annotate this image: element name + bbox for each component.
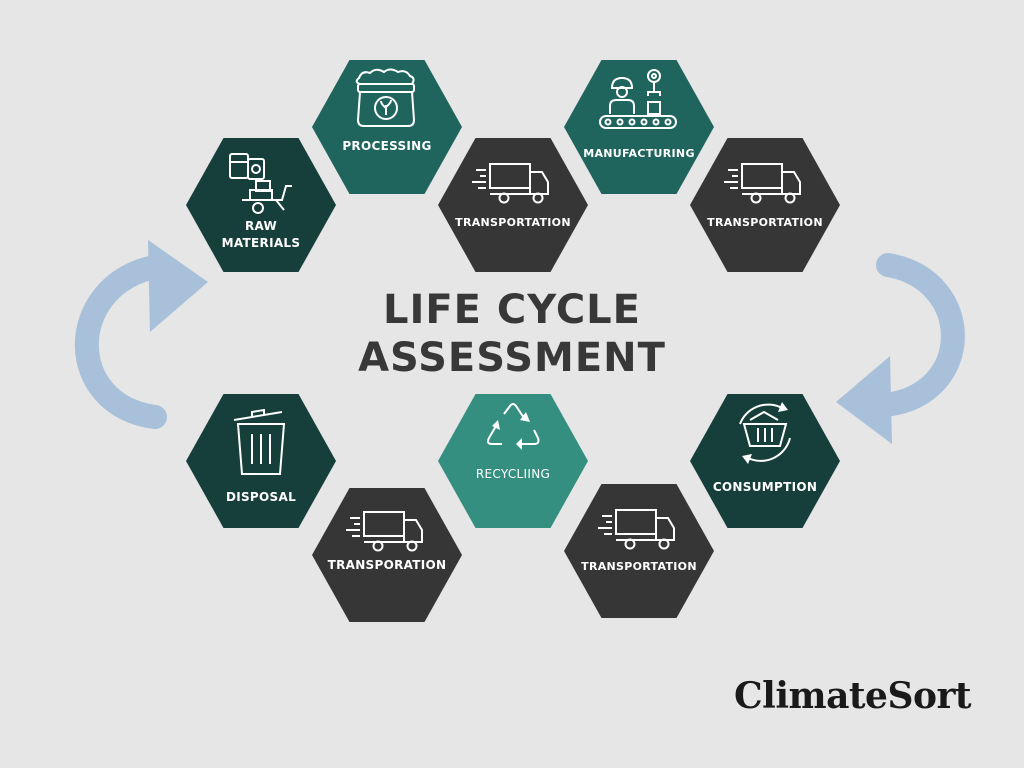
worker-conveyor-icon: [599, 69, 677, 129]
basket-cycle-icon: [739, 402, 791, 464]
truck-icon: [724, 163, 801, 204]
raw-materials-icon: [229, 153, 292, 214]
truck-icon: [346, 511, 423, 552]
stage-label-line: RAW: [244, 219, 278, 233]
stage-disposal: DISPOSAL: [186, 394, 336, 528]
truck-icon: [472, 163, 549, 204]
left-cycle-arrow-icon: [74, 240, 208, 429]
title-line-1: LIFE CYCLE: [382, 287, 641, 333]
truck-icon: [598, 509, 675, 550]
stage-label: RAW MATERIALS: [190, 218, 332, 252]
bag-icon: [355, 68, 416, 127]
stage-label: TRANSPORTATION: [707, 216, 823, 229]
stage-label-line: MATERIALS: [221, 236, 301, 250]
stage-recycling: RECYCLIING: [438, 394, 588, 528]
stage-label: CONSUMPTION: [712, 480, 818, 494]
stage-consumption: CONSUMPTION: [690, 394, 840, 528]
trash-bin-icon: [233, 408, 286, 475]
right-cycle-arrow-icon: [836, 253, 965, 444]
title-line-2: ASSESSMENT: [358, 335, 666, 381]
stage-label: MANUFACTURING: [583, 147, 695, 160]
stage-label: PROCESSING: [342, 139, 432, 153]
stage-label: TRANSPORATION: [327, 558, 447, 572]
recycle-icon: [487, 403, 540, 450]
brand-logo: ClimateSort: [734, 675, 972, 717]
stage-label: TRANSPORTATION: [455, 216, 571, 229]
stage-label: TRANSPORTATION: [581, 560, 697, 573]
stage-label: RECYCLIING: [475, 467, 551, 481]
stage-label: DISPOSAL: [225, 490, 297, 504]
